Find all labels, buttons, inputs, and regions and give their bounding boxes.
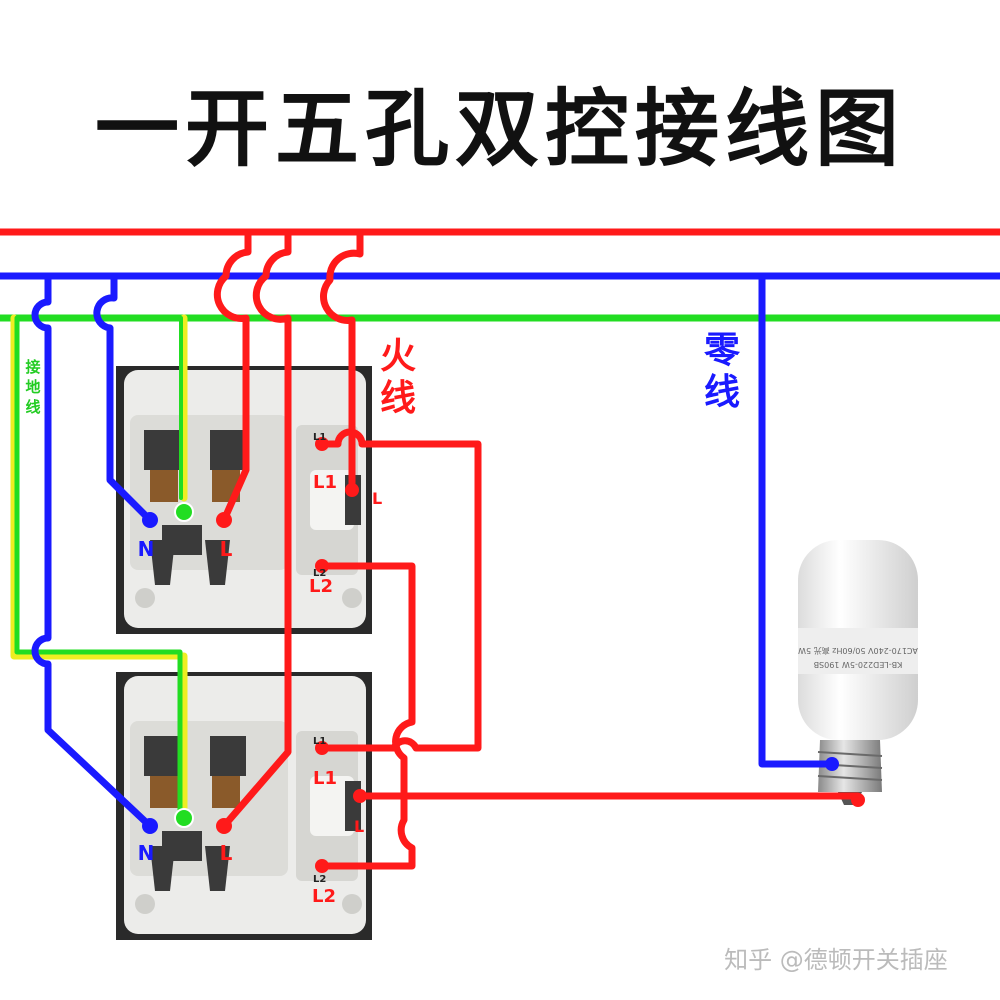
lower-switch-l2: L2 (313, 874, 326, 885)
neutral-label-1: 零 (704, 330, 741, 371)
neutral-bus (0, 272, 836, 768)
earth-label-2: 地 (25, 378, 40, 396)
lower-switch-l: L (354, 817, 364, 836)
upper-switch-l1: L1 (313, 432, 326, 443)
upper-outlet-l: L (220, 537, 233, 561)
earth-riser-green (14, 315, 183, 815)
neutral-drop-upper (93, 272, 154, 524)
traveller-l2 (318, 562, 416, 870)
lower-switch-l1: L1 (313, 736, 326, 747)
earth-label-3: 线 (25, 398, 40, 416)
upper-switch-l: L (372, 489, 382, 508)
watermark: 知乎 @德顿开关插座 (724, 946, 948, 974)
live-drop-upper-switch (320, 228, 364, 494)
lower-switch-l1-big: L1 (313, 768, 337, 789)
terminal-labels: N L L1 L1 L L2 L2 N L L1 L1 L L2 L2 (138, 432, 383, 907)
live-drop-upper-outlet (213, 228, 252, 524)
live-drop-lower-outlet (220, 228, 292, 830)
terminals (142, 437, 865, 873)
bulb-print-2: KB-LED220-5W 190SB (814, 660, 903, 669)
lower-outlet-l: L (220, 841, 233, 865)
upper-switch-l2-big: L2 (309, 576, 333, 597)
wire-labels: 火 线 零 线 接 地 线 (25, 330, 741, 419)
bulb-print-1: AC170-240V 50/60Hz 高光 5W (798, 646, 918, 656)
upper-outlet-n: N (138, 537, 155, 561)
earth-label-1: 接 (25, 358, 40, 376)
lower-switch-l2-big: L2 (312, 886, 336, 907)
live-label-2: 线 (380, 378, 416, 419)
switched-live (356, 792, 862, 804)
neutral-label-2: 线 (704, 372, 740, 413)
upper-switch-l2: L2 (313, 568, 326, 579)
earth-riser-yellow (10, 314, 188, 816)
diagram-title: 一开五孔双控接线图 (94, 80, 905, 178)
live-label-1: 火 (380, 336, 416, 377)
upper-switch-l1-big: L1 (313, 472, 337, 493)
wires (0, 228, 1000, 870)
neutral-drop-lower (31, 272, 154, 830)
lower-outlet-n: N (138, 841, 155, 865)
traveller-l1 (318, 428, 482, 752)
